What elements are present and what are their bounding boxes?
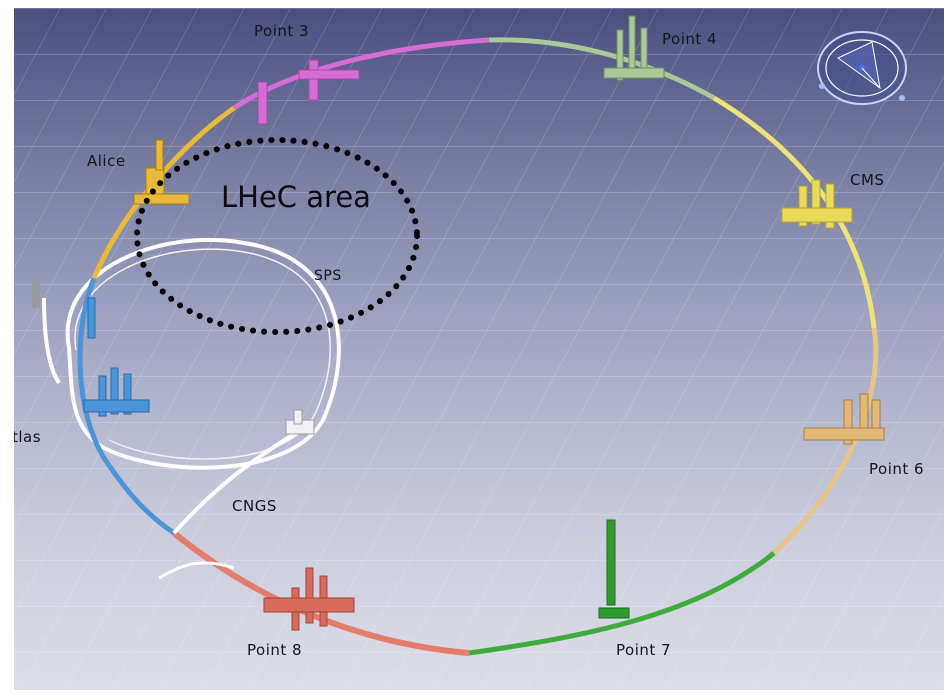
- cms-structure: [781, 179, 853, 229]
- point4-structure: [603, 15, 665, 81]
- floor-grid: [14, 8, 944, 690]
- compass-icon[interactable]: [817, 31, 907, 105]
- transfer-line-bottom: [158, 561, 235, 580]
- label-cngs: CNGS: [232, 497, 277, 515]
- label-point4: Point 4: [662, 30, 718, 48]
- label-point3: Point 3: [254, 22, 310, 40]
- label-cms: CMS: [850, 171, 885, 189]
- point6-structure: [803, 393, 885, 445]
- label-point6: Point 6: [869, 460, 925, 478]
- lhc-3d-ring-view: Point 3 Point 4 Alice CMS LHeC area SPS …: [14, 8, 944, 690]
- point3-structure: [257, 59, 360, 125]
- label-point8: Point 8: [247, 641, 303, 659]
- injection-stub: [32, 280, 40, 308]
- label-sps: SPS: [314, 268, 342, 284]
- label-atlas: tlas: [14, 428, 42, 446]
- cngs-line: [172, 426, 306, 535]
- sps-ring: [65, 237, 341, 470]
- ring-diagram: [14, 8, 944, 690]
- sps-ring-inner: [74, 248, 331, 460]
- sector-atlas: [77, 277, 176, 536]
- label-point7: Point 7: [616, 641, 672, 659]
- cngs-structure: [285, 409, 315, 435]
- lhec-area-outline: [134, 137, 420, 335]
- label-alice: Alice: [87, 152, 126, 170]
- point8-structure: [263, 567, 355, 631]
- transfer-line-left: [42, 297, 61, 385]
- label-lhec-area: LHeC area: [221, 180, 371, 214]
- atlas-structure: [83, 297, 150, 417]
- sector-point8-to-point7: [468, 551, 776, 656]
- sector-point4: [488, 37, 716, 101]
- point7-structure: [598, 519, 630, 619]
